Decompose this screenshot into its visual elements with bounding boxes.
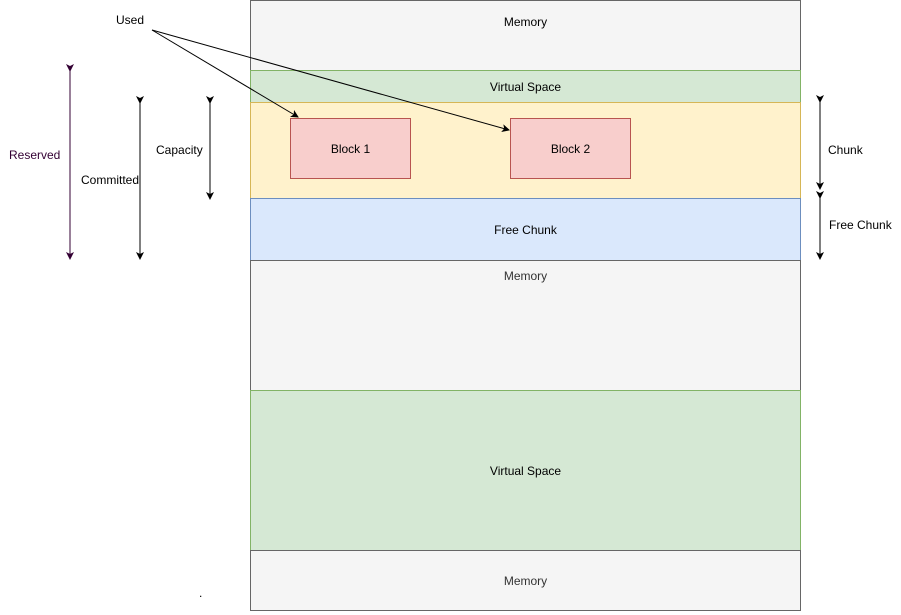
- block-1-label: Block 1: [330, 141, 371, 156]
- memory-top-label: Memory: [503, 15, 548, 29]
- free-chunk-region: Free Chunk: [250, 198, 801, 261]
- used-label: Used: [116, 13, 145, 27]
- used-arrow-block-1: [151, 29, 299, 118]
- block-2: Block 2: [510, 118, 631, 179]
- virtual-space-bottom-label: Virtual Space: [489, 463, 562, 478]
- virtual-space-bottom-region: Virtual Space: [250, 390, 801, 551]
- memory-top-region: Memory: [250, 0, 801, 71]
- free-chunk-label: Free Chunk: [494, 222, 557, 237]
- block-1: Block 1: [290, 118, 411, 179]
- virtual-space-top-label: Virtual Space: [489, 79, 562, 94]
- committed-label: Committed: [81, 173, 140, 187]
- memory-middle-label: Memory: [503, 269, 548, 283]
- memory-middle-region: Memory: [250, 260, 801, 391]
- free-chunk-annotation-label: Free Chunk: [829, 218, 892, 232]
- memory-bottom-label: Memory: [503, 573, 548, 588]
- capacity-label: Capacity: [156, 143, 203, 157]
- reserved-label: Reserved: [9, 148, 61, 162]
- chunk-label: Chunk: [828, 143, 863, 157]
- dot-mark: .: [199, 586, 203, 600]
- used-arrow-block-2: [151, 29, 510, 132]
- memory-bottom-region: Memory: [250, 550, 801, 611]
- block-2-label: Block 2: [550, 141, 591, 156]
